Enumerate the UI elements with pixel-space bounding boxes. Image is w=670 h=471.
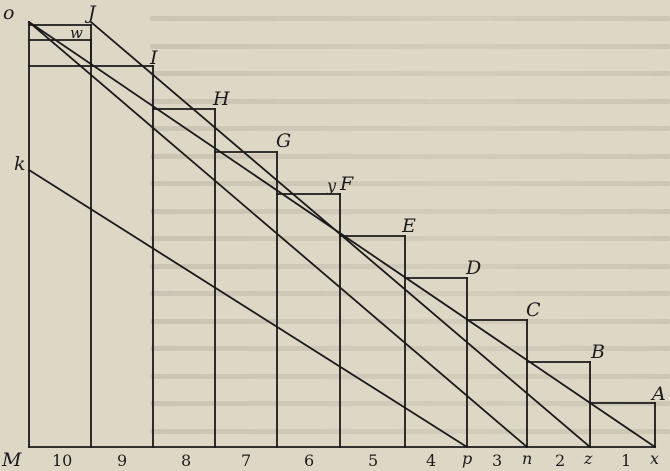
label-o: o	[3, 2, 14, 24]
background-text-line	[150, 346, 670, 351]
background-text-line	[150, 153, 670, 159]
label-E: E	[401, 215, 416, 237]
background-text-line	[150, 71, 670, 76]
background-text-line	[150, 181, 670, 186]
label-9: 9	[117, 451, 127, 470]
label-3: 3	[492, 451, 502, 470]
label-4: 4	[426, 451, 436, 470]
background-text-line	[150, 401, 670, 406]
background-text-line	[150, 263, 670, 269]
background-text-line	[150, 98, 670, 104]
label-z: z	[583, 449, 593, 468]
label-6: 6	[304, 451, 314, 470]
label-I: I	[149, 47, 158, 69]
label-C: C	[526, 299, 541, 321]
background-text-line	[150, 208, 670, 214]
label-y: y	[326, 176, 337, 195]
label-7: 7	[241, 451, 251, 470]
label-x: x	[650, 449, 659, 468]
background-text-line	[150, 16, 670, 21]
label-1: 1	[621, 451, 631, 470]
diagonal-k-p	[27, 168, 469, 449]
diagonal-o-n	[27, 20, 529, 449]
label-8: 8	[181, 451, 191, 470]
background-text-line	[150, 373, 670, 379]
label-H: H	[212, 88, 230, 110]
label-J: J	[84, 2, 97, 24]
label-10: 10	[52, 451, 72, 470]
background-text-line	[150, 236, 670, 241]
background-text-line	[150, 428, 670, 434]
label-A: A	[650, 383, 666, 405]
label-p: p	[462, 449, 472, 468]
background-text-line	[150, 126, 670, 131]
label-B: B	[590, 341, 605, 363]
diagonal-j-z	[89, 20, 592, 449]
label-n: n	[522, 449, 532, 468]
background-text-line	[150, 318, 670, 324]
label-w: w	[70, 24, 83, 42]
label-k: k	[14, 153, 26, 175]
label-F: F	[339, 173, 354, 195]
label-D: D	[465, 257, 481, 279]
label-5: 5	[368, 451, 378, 470]
label-G: G	[276, 130, 291, 152]
label-M: M	[1, 449, 22, 471]
diagonal-o-x	[27, 20, 657, 449]
background-text-line	[150, 43, 670, 49]
label-2: 2	[555, 451, 565, 470]
